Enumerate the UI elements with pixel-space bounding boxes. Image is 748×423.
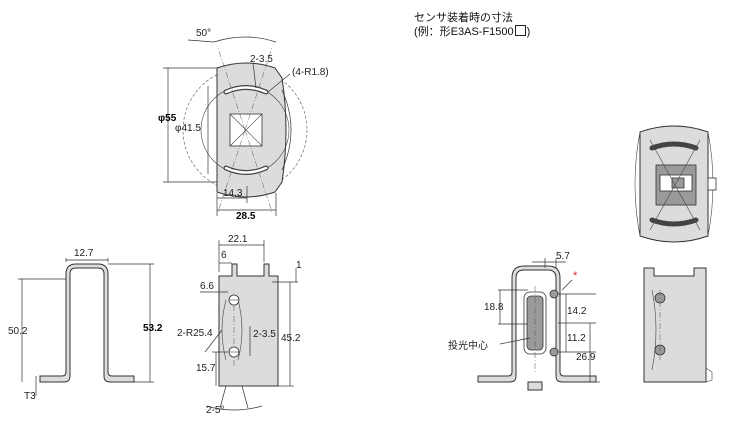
front-view: 22.1 6 1 6.6 2-R25.4 2-3.5 45.2 15.7 2-5… — [177, 234, 302, 416]
mounted-diag-2 — [649, 139, 701, 231]
mounted-plan-view — [634, 125, 717, 243]
screw-bottom — [549, 347, 559, 357]
mounted-side-view — [643, 267, 713, 383]
top-width-label: 12.7 — [74, 248, 94, 259]
dim66-label: 6.6 — [200, 281, 214, 292]
heading-model-tail: ) — [526, 26, 531, 38]
height-label: 45.2 — [281, 333, 301, 344]
mounted-slot-bottom — [649, 217, 699, 227]
dim6-label: 6 — [221, 250, 227, 261]
width-label: 22.1 — [228, 234, 248, 245]
screw-top — [549, 289, 559, 299]
thickness-label: T3 — [24, 391, 36, 402]
mounted-side-arc — [651, 289, 657, 371]
height-label: 50.2 — [8, 326, 28, 337]
dim57-label: 5.7 — [556, 251, 570, 262]
dim157-label: 15.7 — [196, 363, 216, 374]
dim112-label: 11.2 — [567, 333, 586, 344]
heading-title: センサ装着時の寸法 — [414, 12, 513, 24]
right-arc — [281, 89, 292, 171]
width-total-label: 28.5 — [236, 211, 256, 222]
mounted-side-body — [643, 267, 707, 383]
hole-label: 2-3.5 — [253, 329, 276, 340]
dim188-label: 18.8 — [484, 302, 504, 313]
radius-label: (4-R1.8) — [292, 67, 329, 78]
angle-label: 50° — [196, 28, 211, 39]
heading-model-text: (例：形E3AS-F1500 — [414, 26, 514, 38]
angle-leader — [187, 39, 215, 43]
angle-label: 2-5° — [206, 405, 224, 416]
mounted-bracket — [477, 265, 597, 383]
angle-arc-bottom — [205, 405, 263, 411]
heading-model: (例：形E3AS-F1500) — [414, 25, 530, 39]
blank-box-icon — [514, 25, 526, 36]
mounted-slot-top — [649, 141, 699, 151]
outer-dia-label: φ55 — [158, 113, 177, 124]
hole-leader — [252, 62, 257, 89]
dim142-label: 14.2 — [567, 306, 587, 317]
drawing-heading: センサ装着時の寸法 (例：形E3AS-F1500) — [414, 12, 530, 39]
sensor-cable — [707, 177, 717, 191]
hole-label: 2-3.5 — [250, 54, 273, 65]
dim269-label: 26.9 — [576, 352, 596, 363]
mounted-front-view: 5.7 * 18.8 14.2 投光中心 11.2 26.9 — [448, 251, 600, 391]
angle-arc — [213, 36, 277, 43]
window-diag-2 — [229, 113, 263, 147]
center-label: 投光中心 — [448, 339, 488, 352]
radius-label: 2-R25.4 — [177, 328, 213, 339]
angle-line-right — [244, 47, 273, 131]
angle-line-2 — [241, 385, 249, 409]
side-cable-stub — [705, 367, 713, 383]
total-height-label: 53.2 — [143, 323, 163, 334]
sensor-tail — [527, 381, 543, 391]
radius-leader — [204, 329, 223, 353]
angle-line-left — [217, 47, 246, 131]
asterisk-label: * — [573, 270, 578, 282]
side-profile — [39, 263, 135, 383]
inner-dia-label: φ41.5 — [175, 123, 201, 134]
sensor-lens — [671, 177, 685, 189]
top-slot-inner — [224, 86, 268, 94]
center-label-leader — [499, 337, 531, 345]
angle-line-1 — [219, 385, 227, 409]
asterisk-leader — [561, 279, 573, 291]
top-view: 50° 2-3.5 (4-R1.8) φ55 φ41.5 14.3 28.5 — [158, 28, 329, 222]
bottom-slot-inner — [224, 166, 268, 174]
side-view: 12.7 50.2 53.2 T3 — [8, 248, 163, 402]
mounted-plan-left-arc — [634, 131, 641, 237]
angle-line-right-low — [244, 129, 273, 213]
front-bracket-body — [218, 263, 279, 387]
dim1-label: 1 — [296, 260, 302, 271]
front-arc-right — [237, 299, 243, 361]
radius-leader — [267, 73, 291, 93]
width-small-label: 14.3 — [223, 188, 243, 199]
